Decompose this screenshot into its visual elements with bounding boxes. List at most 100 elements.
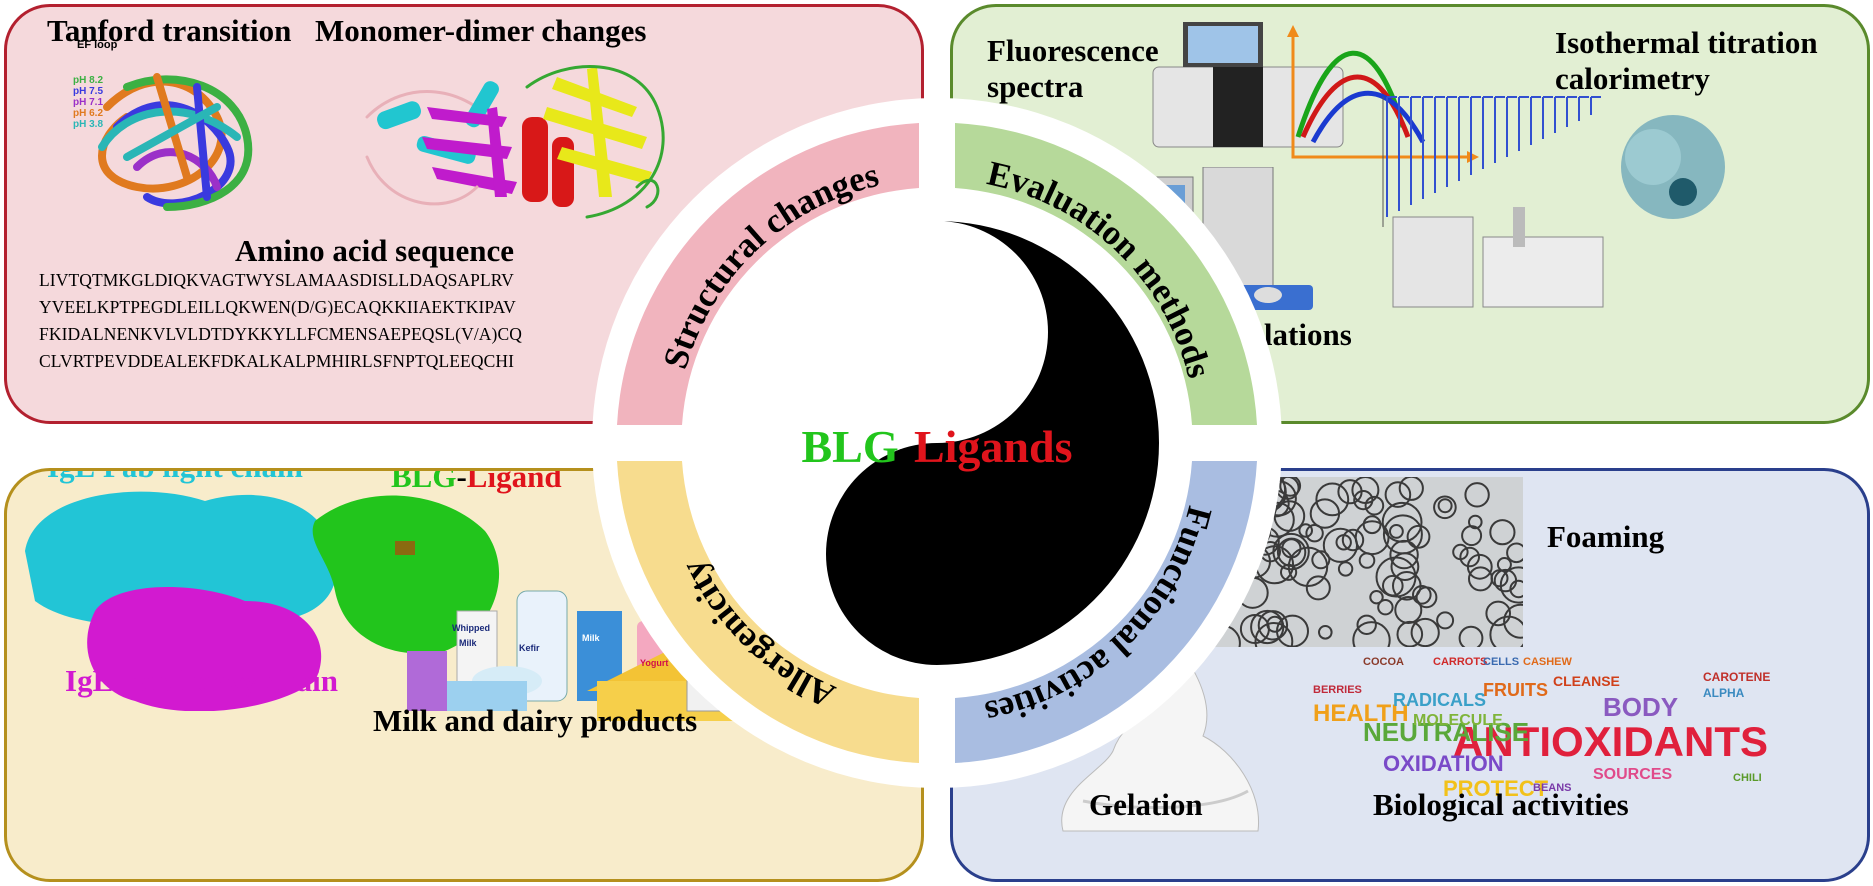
foam-bubble	[1364, 495, 1385, 516]
foam-bubble	[1377, 599, 1394, 616]
gelation-label: Gelation	[1089, 787, 1203, 822]
cloud-word: COCOA	[1363, 656, 1404, 668]
itc-line-2: calorimetry	[1555, 61, 1710, 96]
ph-label: pH 3.8	[73, 119, 104, 130]
sequence-line: LIVTQTMKGLDIQKVAGTWYSLAMAASDISLLDAQSAPLR…	[39, 270, 514, 290]
cloud-word: CARROTS	[1433, 656, 1487, 668]
ligand-text: Ligand	[466, 468, 562, 494]
foam-bubble	[1298, 523, 1313, 538]
package-label: Milk	[459, 638, 477, 648]
foam-bubble	[1485, 600, 1512, 627]
foam-bubble	[1410, 617, 1440, 647]
itc-spike-trace	[1386, 96, 1601, 217]
cloud-word: CAROTENE	[1703, 670, 1770, 684]
itc-line-1: Isothermal titration	[1555, 25, 1818, 60]
fluorescence-spectra-label: Fluorescence spectra	[987, 33, 1159, 105]
antioxidant-word-cloud-image: ANTIOXIDANTS NEUTRALISE HEALTH OXIDATION…	[1313, 656, 1770, 801]
ige-fab-blg-complex-image	[25, 491, 500, 711]
foam-bubble	[1389, 539, 1419, 570]
foam-bubble	[1389, 524, 1404, 539]
ph-label: pH 8.2	[73, 75, 104, 86]
cloud-word: MOLECULE	[1413, 712, 1503, 729]
sequence-line: FKIDALNENKVLVLDTDYKKYLLFCMENSAEPEQSL(V/A…	[39, 324, 522, 344]
foam-micrograph-image	[1063, 477, 1523, 647]
package-label: Kefir	[519, 643, 540, 653]
foam-bubble	[1315, 482, 1350, 517]
amino-acid-sequence: LIVTQTMKGLDIQKVAGTWYSLAMAASDISLLDAQSAPLR…	[39, 267, 522, 375]
molecular-simulations-label: Molecular simulations	[1057, 317, 1352, 352]
cloud-word: CASHEW	[1523, 656, 1573, 668]
foam-bubble	[1503, 603, 1523, 639]
foam-bubble	[1406, 524, 1431, 549]
foam-bubble	[1398, 477, 1424, 501]
foam-bubble	[1437, 498, 1453, 514]
foam-bubble	[1506, 542, 1523, 564]
foam-bubble	[1436, 611, 1455, 630]
blg-text: BLG	[391, 468, 457, 494]
cloud-word: FRUITS	[1483, 680, 1548, 700]
cloud-word: OXIDATION	[1383, 751, 1504, 776]
package-label: Yogurt	[640, 658, 668, 668]
foam-bubble	[1309, 498, 1341, 529]
foam-bubble	[1353, 490, 1374, 511]
foam-bubble	[1354, 520, 1390, 556]
foam-bubble	[1305, 524, 1324, 543]
sequence-line: CLVRTPEVDDEALEKFDKALKALPMHIRLSFNPTQLEEQC…	[39, 351, 515, 371]
foam-bubble	[1468, 514, 1483, 530]
cloud-word: RADICALS	[1393, 690, 1486, 710]
foam-bubble	[1490, 569, 1509, 588]
cloud-word: ALPHA	[1703, 686, 1745, 700]
heavy-chain-label: IgE Fab heavy chain	[65, 663, 339, 698]
foam-bubble	[1369, 590, 1384, 605]
foam-bubble	[1390, 552, 1420, 581]
foam-bubble	[1356, 614, 1377, 636]
foaming-label: Foaming	[1547, 519, 1665, 554]
evaluation-methods-panel: Fluorescence spectra Isothermal titratio…	[950, 4, 1870, 424]
itc-label: Isothermal titration calorimetry	[1555, 25, 1818, 97]
cloud-word: ANTIOXIDANTS	[1453, 718, 1768, 765]
amino-acid-sequence-title: Amino acid sequence	[235, 233, 514, 268]
foam-bubble	[1493, 568, 1518, 593]
blg-ligand-label: BLG-Ligand	[391, 468, 562, 495]
tanford-transition-label: Tanford transition	[47, 13, 292, 48]
cloud-word: CELLS	[1483, 656, 1519, 668]
ph-label: pH 7.1	[73, 97, 104, 108]
foam-bubble	[1396, 620, 1424, 647]
foam-bubble	[1305, 575, 1331, 601]
tanford-protein-overlay-image	[98, 73, 253, 211]
package-label: Whipped	[452, 623, 490, 633]
ph-label: pH 7.5	[73, 86, 104, 97]
structural-changes-panel: Tanford transition Monomer-dimer changes…	[4, 4, 924, 424]
blg-ligands-title: BLG-Ligands	[801, 421, 1072, 472]
ligands-title-part: Ligands	[914, 421, 1073, 472]
blg-title-part: BLG	[801, 421, 898, 472]
foam-bubble	[1287, 546, 1329, 588]
cloud-word: BEANS	[1533, 782, 1572, 794]
foam-bubble	[1352, 621, 1391, 647]
foam-bubble	[1464, 482, 1490, 508]
functional-activities-panel: Foaming Gelation ANTIOXIDANTS NEUTRALISE…	[950, 468, 1870, 882]
monomer-dimer-label: Monomer-dimer changes	[315, 13, 647, 48]
foam-bubble	[1499, 566, 1523, 604]
cloud-word: SOURCES	[1593, 766, 1672, 783]
foam-bubble	[1489, 615, 1523, 647]
dairy-products-label: Milk and dairy products	[373, 703, 698, 738]
foam-bubble	[1337, 561, 1354, 577]
molecular-simulations-computer-image	[1072, 167, 1313, 310]
package-label: Milk	[582, 633, 600, 643]
cloud-word: BERRIES	[1313, 684, 1362, 696]
cloud-word: PROTECT	[1443, 776, 1549, 801]
foam-bubble	[1341, 528, 1365, 552]
foam-bubble	[1466, 553, 1493, 580]
dash-text: -	[456, 468, 467, 494]
cloud-word: CLEANSE	[1553, 673, 1620, 689]
foam-bubble	[1461, 525, 1483, 547]
foam-bubble	[1452, 543, 1469, 561]
spectra-line: spectra	[987, 69, 1084, 104]
foam-bubble	[1489, 519, 1516, 546]
ph-legend: pH 8.2 pH 7.5 pH 7.1 pH 6.2 pH 3.8	[73, 75, 103, 130]
fluorescence-line: Fluorescence	[987, 33, 1159, 68]
foam-bubble	[1412, 585, 1432, 605]
foam-bubble	[1394, 596, 1423, 624]
cloud-word: HEALTH	[1313, 700, 1409, 727]
